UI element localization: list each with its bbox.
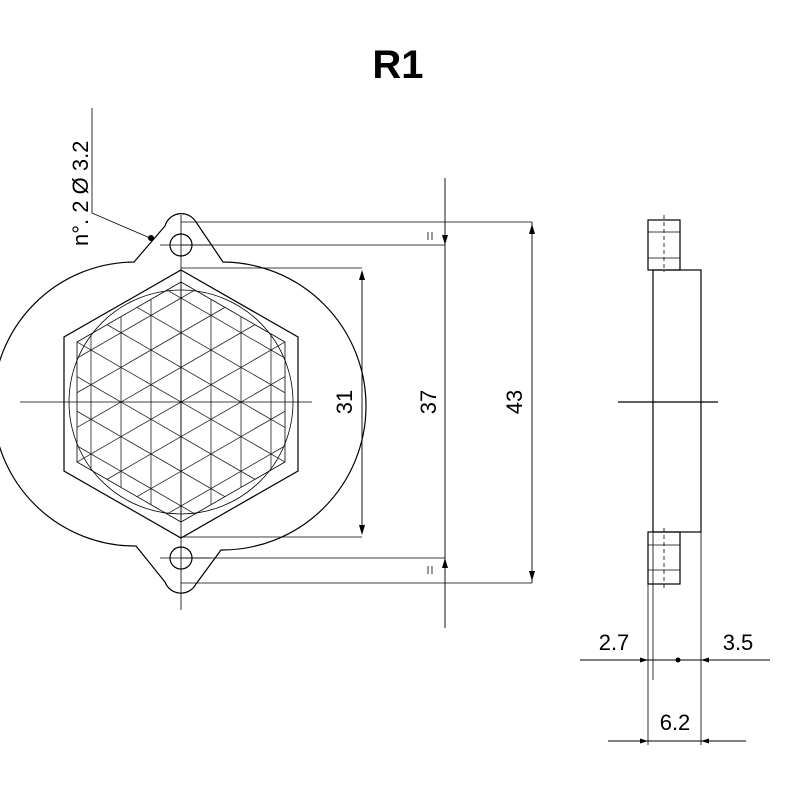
dim-6-2-label: 6.2 — [660, 710, 691, 735]
reflector-grid-line — [77, 282, 285, 477]
reflector-grid-line — [77, 327, 285, 522]
dim-37-label: 37 — [416, 390, 441, 414]
reflector-grid-line — [77, 405, 285, 522]
reflector-grid-line — [77, 379, 285, 522]
reflector-grid-line — [77, 327, 285, 522]
reflector-grid-line — [77, 282, 285, 425]
reflector-grid-line — [77, 282, 285, 425]
hole-callout: n°. 2 Ø 3.2 — [68, 108, 154, 246]
reflector-grid-line — [77, 282, 280, 373]
dim-43: 43 — [502, 222, 535, 583]
side-view — [618, 215, 718, 745]
dim-6-2: 6.2 — [608, 710, 746, 744]
reflector-grid-line — [82, 431, 285, 522]
reflector-grid-line — [77, 353, 285, 522]
reflector-grid-line — [77, 282, 285, 477]
reflector-grid-line — [82, 282, 285, 373]
dim-thickness-row: 2.7 3.5 — [580, 630, 770, 663]
hole-callout-label: n°. 2 Ø 3.2 — [68, 141, 93, 246]
dim-3-5-label: 3.5 — [723, 630, 754, 655]
reflector-grid-line — [77, 282, 285, 399]
dim-31: 31 — [332, 270, 365, 535]
dim-2-7-label: 2.7 — [599, 630, 630, 655]
reflector-grid-line — [77, 282, 285, 451]
dim-43-label: 43 — [502, 390, 527, 414]
dim-37: 37 — [416, 178, 448, 628]
reflector-grid-line — [77, 431, 280, 522]
drawing-title: R1 — [372, 43, 423, 87]
dim-31-label: 31 — [332, 390, 357, 414]
reflector-grid-line — [77, 379, 285, 522]
